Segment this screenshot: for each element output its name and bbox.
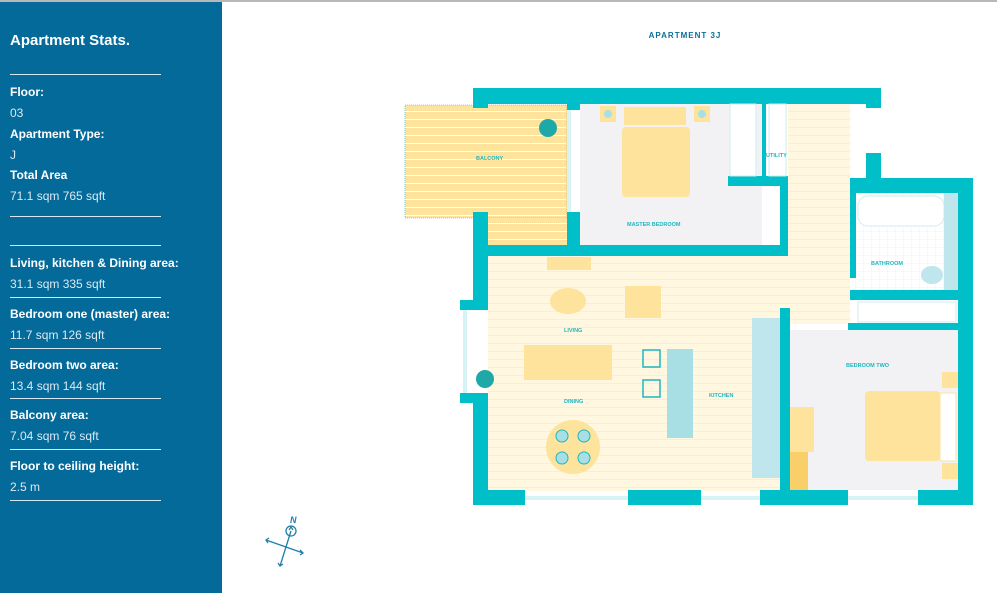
apartment-stats-sidebar: Apartment Stats. Floor: 03 Apartment Typ… bbox=[0, 2, 222, 593]
area-label: Floor to ceiling height: bbox=[10, 459, 140, 473]
compass-north-label: N bbox=[290, 515, 297, 525]
top-border bbox=[0, 0, 997, 2]
windows bbox=[463, 110, 918, 500]
divider bbox=[10, 216, 161, 217]
balcony-deck bbox=[404, 104, 568, 219]
floor-value: 03 bbox=[10, 106, 24, 120]
divider bbox=[10, 348, 161, 349]
divider bbox=[10, 500, 161, 501]
room-label-living: LIVING bbox=[564, 328, 582, 334]
room-label-balcony: BALCONY bbox=[476, 156, 504, 162]
divider bbox=[10, 398, 161, 399]
divider bbox=[10, 449, 161, 450]
area-value: 7.04 sqm 76 sqft bbox=[10, 429, 99, 443]
room-label-utility: UTILITY bbox=[766, 153, 787, 159]
area-label: Bedroom two area: bbox=[10, 358, 119, 372]
area-value: 2.5 m bbox=[10, 480, 41, 494]
room-label-dining: DINING bbox=[564, 399, 583, 405]
walls bbox=[460, 88, 973, 505]
divider bbox=[10, 297, 161, 298]
area-label: Bedroom one (master) area: bbox=[10, 307, 171, 321]
type-value: J bbox=[10, 148, 16, 162]
type-label: Apartment Type: bbox=[10, 127, 105, 141]
area-value: 11.7 sqm 126 sqft bbox=[10, 328, 105, 342]
divider bbox=[10, 245, 161, 246]
room-label-bedroom-two: BEDROOM TWO bbox=[846, 363, 890, 369]
hall-floor bbox=[788, 104, 850, 324]
floor-label: Floor: bbox=[10, 85, 44, 99]
sidebar-title: Apartment Stats. bbox=[10, 32, 131, 49]
total-area-label: Total Area bbox=[10, 168, 68, 182]
area-label: Living, kitchen & Dining area: bbox=[10, 256, 179, 270]
area-value: 31.1 sqm 335 sqft bbox=[10, 277, 106, 291]
area-value: 13.4 sqm 144 sqft bbox=[10, 379, 106, 393]
plan-title: APARTMENT 3J bbox=[648, 31, 722, 40]
room-label-master: MASTER BEDROOM bbox=[627, 222, 681, 228]
room-label-kitchen: KITCHEN bbox=[709, 393, 733, 399]
furniture bbox=[476, 103, 958, 490]
total-area-value: 71.1 sqm 765 sqft bbox=[10, 189, 106, 203]
divider bbox=[10, 74, 161, 75]
compass-icon bbox=[265, 525, 305, 567]
area-label: Balcony area: bbox=[10, 408, 89, 422]
balcony-deck bbox=[488, 218, 567, 245]
room-label-bathroom: BATHROOM bbox=[871, 261, 903, 267]
